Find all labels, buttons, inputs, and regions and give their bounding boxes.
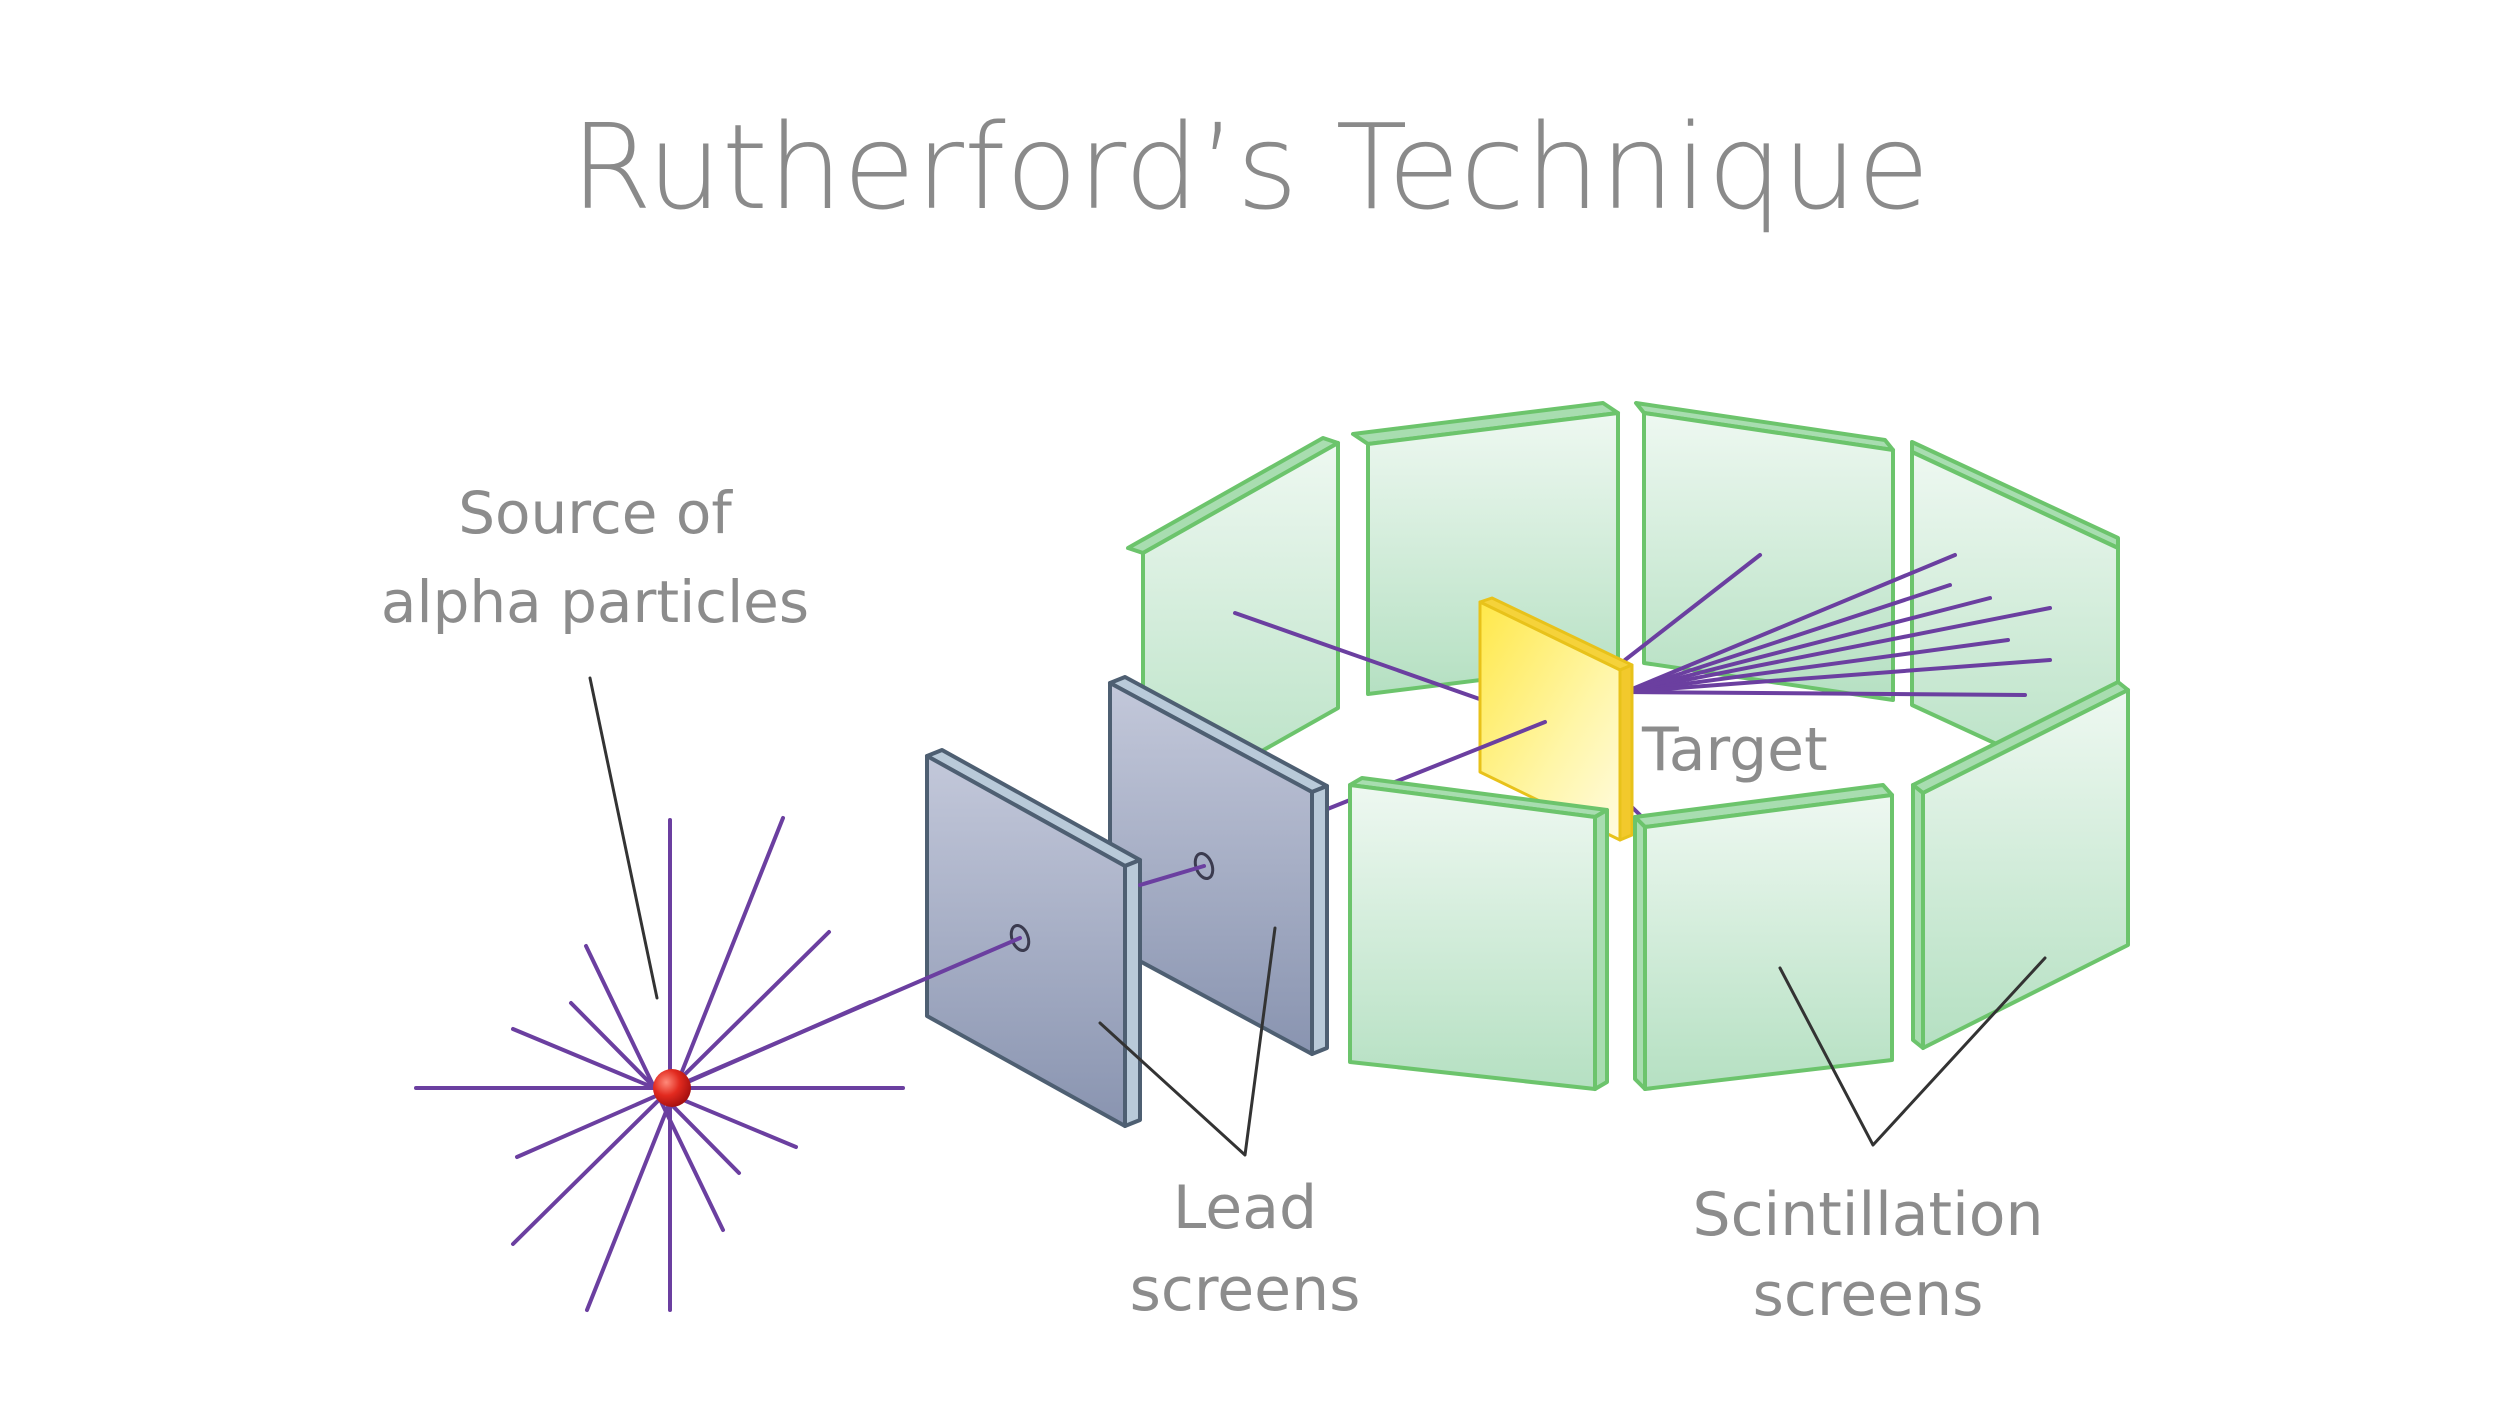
scintillation-screen-front-3 <box>1911 680 2130 1050</box>
scint-label-pointer <box>1778 956 2047 1147</box>
lead-screen-back <box>1108 675 1329 1056</box>
page-title: Rutherford’s Technique <box>570 98 1929 236</box>
source-ray-6 <box>585 816 785 1312</box>
scintillation-screen-back-2 <box>1351 401 1620 696</box>
lead-label-line1: Lead <box>1173 1173 1317 1243</box>
scintillation-screen-front-2 <box>1633 783 1894 1091</box>
target-foil <box>1478 596 1634 842</box>
lead-label-pointer <box>1098 926 1277 1157</box>
scintillation-label-line2: screens <box>1753 1260 1984 1330</box>
scattered-rays <box>1233 553 2052 817</box>
source-label-line1: Source of <box>458 479 733 547</box>
lead-screen-front <box>925 748 1142 1128</box>
ray-back-5 <box>1623 596 1992 694</box>
lead-label-line2: screens <box>1130 1255 1361 1325</box>
source-beam <box>670 936 1022 1090</box>
scintillation-screen-back-3 <box>1634 401 1895 702</box>
scintillation-label-line1: Scintillation <box>1692 1180 2043 1250</box>
ray-back-3 <box>1623 606 2052 694</box>
ray-back-8 <box>1623 690 2027 697</box>
scintillation-screen-front-1 <box>1348 776 1609 1091</box>
source-label-pointer <box>588 676 659 1000</box>
ray-back-2 <box>1623 553 1957 694</box>
ray-back-6 <box>1623 638 2010 694</box>
ray-back-4 <box>1623 583 1952 694</box>
ray-back-1 <box>1623 553 1762 662</box>
source-label-line2: alpha particles <box>381 568 809 636</box>
source-particle <box>653 1069 691 1107</box>
alpha-source <box>414 816 1022 1312</box>
target-label: Target <box>1641 715 1828 785</box>
alpha-beam-between-leads <box>1138 864 1206 887</box>
ray-back-7 <box>1623 658 2052 694</box>
